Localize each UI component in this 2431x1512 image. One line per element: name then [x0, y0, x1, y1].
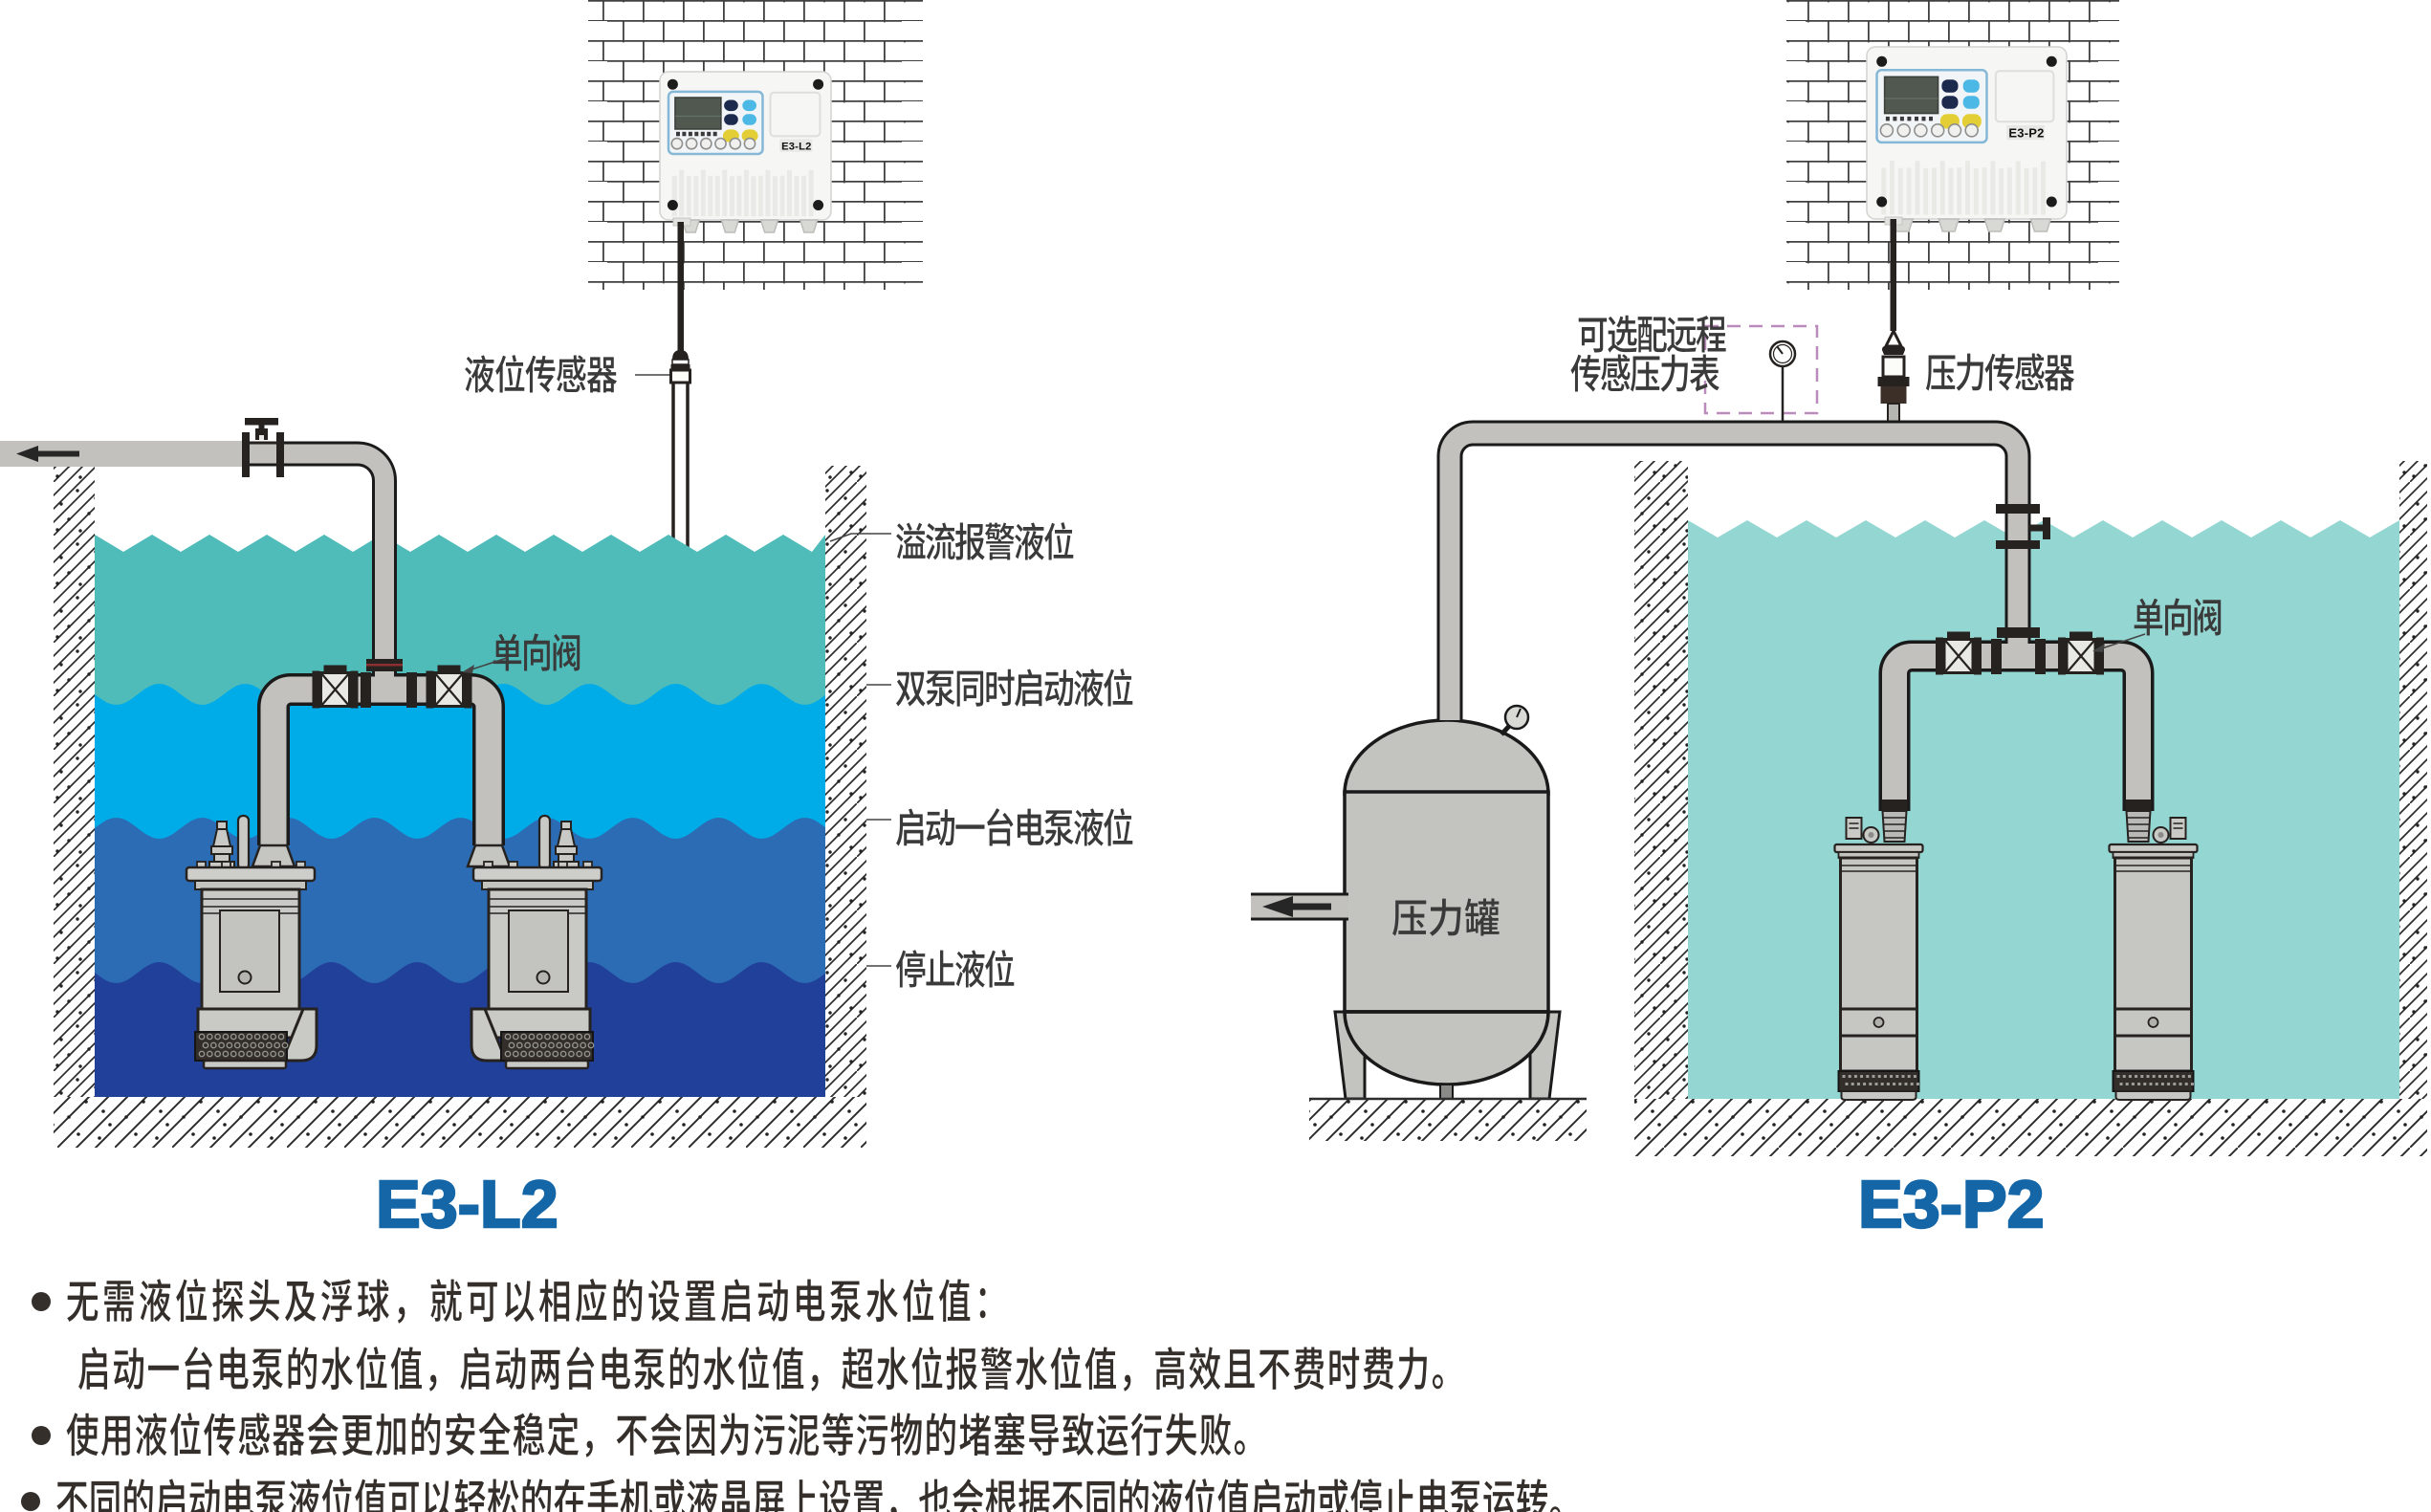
svg-text:E3-P2: E3-P2	[2008, 126, 2044, 141]
svg-text:E3-L2: E3-L2	[781, 141, 811, 152]
svg-text:E3-L2: E3-L2	[376, 1167, 558, 1241]
svg-text:E3-P2: E3-P2	[1858, 1167, 2045, 1241]
